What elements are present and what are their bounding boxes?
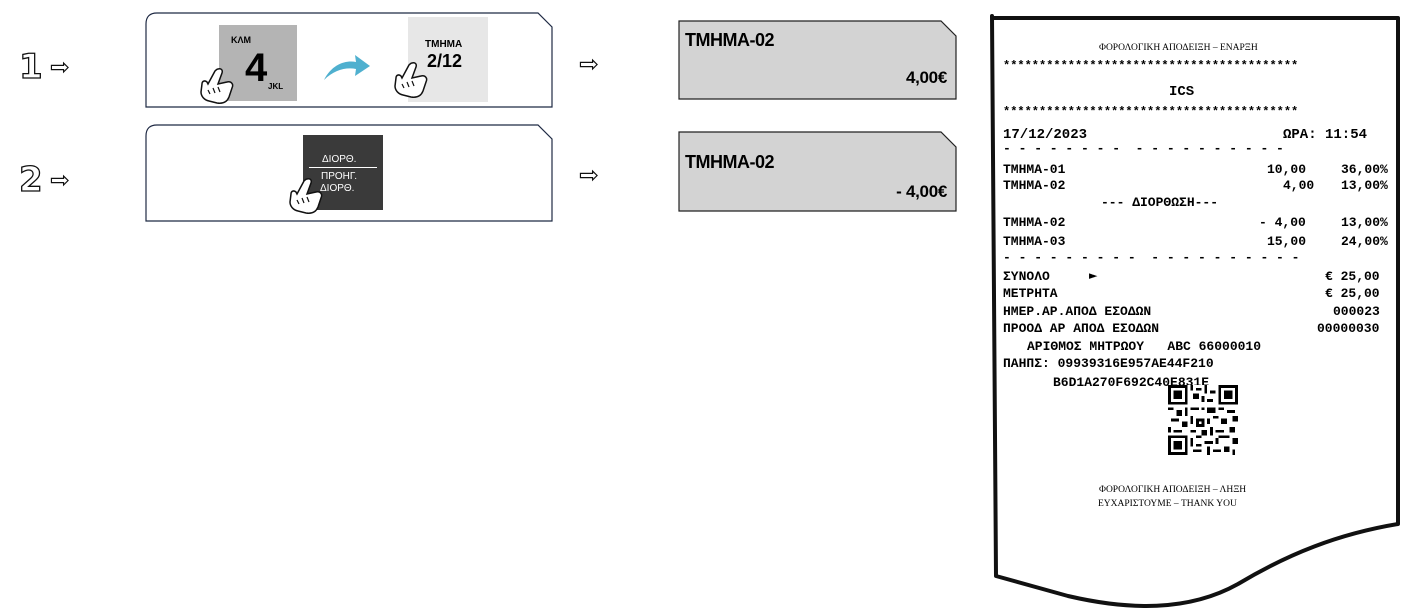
step-number-2: 2 (18, 160, 43, 200)
receipt-row-vat: 24,00% (1341, 234, 1388, 249)
receipt-row-label: ΤΜΗΜΑ-02 (1003, 215, 1066, 230)
curved-arrow-icon (324, 55, 370, 80)
key-department-label: ΤΜΗΜΑ (425, 39, 463, 50)
receipt-pahps-1: ΠΑΗΠΣ: 09939316E957AE44F210 (1003, 356, 1214, 371)
receipt-row-amount: - 4,00 (1259, 215, 1306, 230)
display-step2: ΤΜΗΜΑ-02 - 4,00€ (678, 131, 957, 212)
pointing-hand-icon (394, 62, 428, 98)
play-marker-icon: ► (1089, 269, 1098, 282)
receipt-cash-value: € 25,00 (1325, 286, 1380, 301)
key-4-sub-label: JKL (268, 82, 284, 91)
right-outline-arrow-icon: ⇨ (579, 161, 600, 189)
receipt-total-value: € 25,00 (1325, 269, 1380, 284)
key-department-number: 2/12 (427, 51, 463, 71)
receipt-row-vat: 13,00% (1341, 215, 1388, 230)
receipt-row-label: ΤΜΗΜΑ-03 (1003, 234, 1066, 249)
receipt-footer-2: ΕΥΧΑΡΙΣΤΟΥΜΕ – THANK YOU (1098, 499, 1237, 509)
receipt-progressive-label: ΠΡΟΟΔ ΑΡ ΑΠΟΔ ΕΣΟΔΩΝ (1003, 321, 1160, 336)
key-previous-correction-label: ΔΙΟΡΘ. (320, 183, 355, 194)
receipt-total-label: ΣΥΝΟΛΟ (1003, 269, 1050, 284)
receipt-daily-label: ΗΜΕΡ.ΑΡ.ΑΠΟΔ ΕΣΟΔΩΝ (1003, 304, 1152, 319)
receipt-row-label: ΤΜΗΜΑ-01 (1003, 162, 1066, 177)
display-value: 4,00€ (905, 68, 947, 87)
receipt-row-amount: 15,00 (1267, 234, 1307, 249)
display-value: - 4,00€ (896, 182, 947, 201)
key-4-main-label: 4 (245, 46, 268, 90)
receipt-header: ΦΟΡΟΛΟΓΙΚΗ ΑΠΟΔΕΙΞΗ – ΕΝΑΡΞΗ (1099, 43, 1258, 53)
receipt-progressive-value: 00000030 (1317, 321, 1380, 336)
receipt-stars: ****************************************… (1003, 105, 1299, 119)
receipt-footer-1: ΦΟΡΟΛΟΓΙΚΗ ΑΠΟΔΕΙΞΗ – ΛΗΞΗ (1099, 485, 1247, 495)
display-step1: ΤΜΗΜΑ-02 4,00€ (678, 20, 957, 100)
right-outline-arrow-icon: ⇨ (50, 53, 71, 81)
receipt-date: 17/12/2023 (1003, 127, 1088, 143)
receipt-correction: --- ΔΙΟΡΘΩΣΗ--- (1101, 195, 1219, 210)
display-title: ΤΜΗΜΑ-02 (685, 30, 775, 50)
receipt-daily-value: 000023 (1333, 304, 1380, 319)
pointing-hand-icon (200, 68, 234, 104)
receipt-company: ICS (1169, 84, 1195, 100)
qr-code-icon (1168, 385, 1238, 455)
display-title: ΤΜΗΜΑ-02 (685, 152, 775, 172)
key-previous-label: ΠΡΟΗΓ. (321, 171, 358, 182)
receipt-dashes: - - - - - - - - - - - - - - - - - - - (1003, 250, 1300, 265)
receipt-dashes: - - - - - - - - - - - - - - - - - - (1003, 141, 1284, 156)
receipt-row-label: ΤΜΗΜΑ-02 (1003, 178, 1066, 193)
key-divider (309, 167, 377, 168)
receipt-row-amount: 10,00 (1267, 162, 1307, 177)
receipt-time: ΩΡΑ: 11:54 (1283, 127, 1368, 143)
right-outline-arrow-icon: ⇨ (50, 166, 71, 194)
receipt-register: ΑΡΙΘΜΟΣ ΜΗΤΡΩΟΥ ABC 66000010 (1027, 339, 1262, 354)
receipt-cash-label: ΜΕΤΡΗΤΑ (1003, 286, 1058, 301)
step-number-1: 1 (18, 47, 43, 87)
receipt-row-amount: 4,00 (1283, 178, 1315, 193)
receipt-paper (990, 14, 1400, 608)
receipt-row-vat: 36,00% (1341, 162, 1388, 177)
pointing-hand-icon (289, 178, 323, 214)
key-4-top-label: ΚΛΜ (231, 35, 251, 45)
key-correction-label: ΔΙΟΡΘ. (322, 154, 357, 165)
receipt-stars: ****************************************… (1003, 59, 1299, 73)
right-outline-arrow-icon: ⇨ (579, 50, 600, 78)
receipt-row-vat: 13,00% (1341, 178, 1388, 193)
